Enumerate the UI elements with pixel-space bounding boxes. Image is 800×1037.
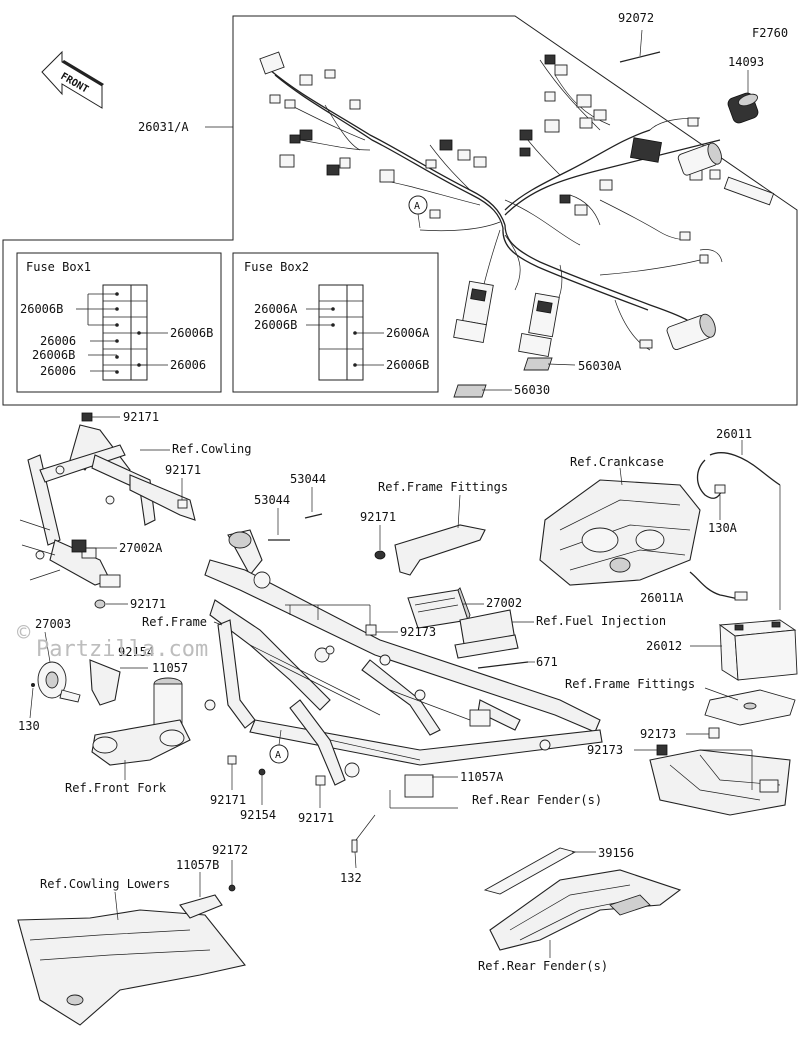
callout-56030: 56030 [514,383,550,397]
fuse-box-1-right-label-2: 26006 [170,358,206,372]
horn-27003 [31,661,81,703]
callout-ref-cowling: Ref.Cowling [172,442,251,456]
horn-bracket-11057 [89,659,148,706]
fuse-box-1-left-label-4: 26006 [40,364,76,378]
callout-92154-b: 92154 [240,808,276,822]
callout-92171-d: 92171 [360,510,396,524]
clamp-92173-a [365,624,377,636]
cable-26011 [696,440,781,610]
battery-26012 [690,619,798,681]
crankcase [539,467,701,586]
callout-ref-frame: Ref.Frame [142,615,207,629]
fuel-injection-bracket [454,609,534,659]
callout-92154-a: 92154 [118,645,154,659]
callout-11057A: 11057A [460,770,504,784]
callout-92173-b: 92173 [640,727,676,741]
cowling-lower [17,891,246,1026]
callout-14093: 14093 [728,55,764,69]
fuse-box-2-right-label-1: 26006A [386,326,430,340]
callout-ref-cowling-lowers: Ref.Cowling Lowers [40,877,170,891]
callout-26011: 26011 [716,427,752,441]
callout-27003: 27003 [35,617,71,631]
rear-fender [489,869,682,958]
callout-39156: 39156 [598,846,634,860]
clamp-92173-b [708,727,720,739]
fuse-box-2: Fuse Box2 26006A 26006B 26006A 26006B [232,252,439,393]
main-harness [259,51,775,357]
callout-132: 132 [340,871,362,885]
main-frame [204,529,603,798]
callout-92171-f: 92171 [298,811,334,825]
svg-text:A: A [414,201,420,212]
callout-92171-b: 92171 [165,463,201,477]
fuse-box-1-right-label-1: 26006B [170,326,213,340]
fuse-box-1-left-label-3: 26006B [32,348,75,362]
svg-text:A: A [275,750,281,761]
steering-stem [91,677,191,780]
callout-ref-frame-fittings-a: Ref.Frame Fittings [378,480,508,494]
pad-56030 [453,384,512,398]
watermark: © Partzilla.com [17,621,208,662]
callout-92171-a: 92171 [123,410,159,424]
pad-53044-b [304,513,323,519]
callout-27002A: 27002A [119,541,163,555]
callout-ref-crankcase: Ref.Crankcase [570,455,664,469]
callout-92171-e: 92171 [210,793,246,807]
callout-92171-c: 92171 [130,597,166,611]
callout-130A: 130A [708,521,738,535]
fuse-box-2-right-label-2: 26006B [386,358,429,372]
callout-53044-a: 53044 [254,493,290,507]
frame-fittings-bracket [374,494,486,576]
front-direction-arrow: FRONT [41,50,104,109]
frame-fittings-plate [704,687,796,726]
reference-circle-a-top: A [408,195,428,229]
fuse-box-1-left-label-1: 26006B [20,302,63,316]
callout-27002: 27002 [486,596,522,610]
callout-26011A: 26011A [640,591,684,605]
callout-56030A: 56030A [578,359,622,373]
callout-26012: 26012 [646,639,682,653]
battery-tray [649,749,791,816]
sheet-39156 [483,847,596,895]
fuse-box-2-left-label-1: 26006A [254,302,298,316]
callout-ref-fuel-injection: Ref.Fuel Injection [536,614,666,628]
figure-code: F2760 [752,26,788,40]
fuse-box-1-left-label-2: 26006 [40,334,76,348]
callout-92172: 92172 [212,843,248,857]
callout-ref-front-fork: Ref.Front Fork [65,781,167,795]
callout-130-a: 130 [18,719,40,733]
callout-26031A: 26031/A [138,120,189,134]
cap-14093 [727,70,759,124]
fuse-box-2-left-label-2: 26006B [254,318,297,332]
ecu-27002 [407,587,484,629]
callout-ref-rear-fender-a: Ref.Rear Fender(s) [472,793,602,807]
reference-circle-a-frame: A [269,729,289,764]
callout-92173-c: 92173 [587,743,623,757]
fuse-box-1-title: Fuse Box1 [26,260,91,274]
cable-26011A [689,571,748,601]
callout-ref-frame-fittings-b: Ref.Frame Fittings [565,677,695,691]
callout-92173-a: 92173 [400,625,436,639]
callout-92072: 92072 [618,11,654,25]
callout-ref-rear-fender-b: Ref.Rear Fender(s) [478,959,608,973]
callout-11057B: 11057B [176,858,219,872]
band-92072 [619,29,661,63]
watermark-text: Partzilla.com [36,637,208,662]
fuse-box-1: Fuse Box1 26006B 26006 26006B 26006 2600… [16,252,222,393]
callout-11057: 11057 [152,661,188,675]
clamp-92173-c [656,744,668,756]
callout-53044-b: 53044 [290,472,326,486]
strap-671 [477,661,529,669]
bracket-11057B [179,872,223,919]
fuse-box-2-title: Fuse Box2 [244,260,309,274]
watermark-copyright-mark: © [17,621,31,646]
front-cowling-bracket [19,424,196,609]
clip-92172 [228,884,236,892]
callout-671: 671 [536,655,558,669]
wiring-harness-panel-outline [2,15,798,406]
pad-56030A [523,357,576,371]
